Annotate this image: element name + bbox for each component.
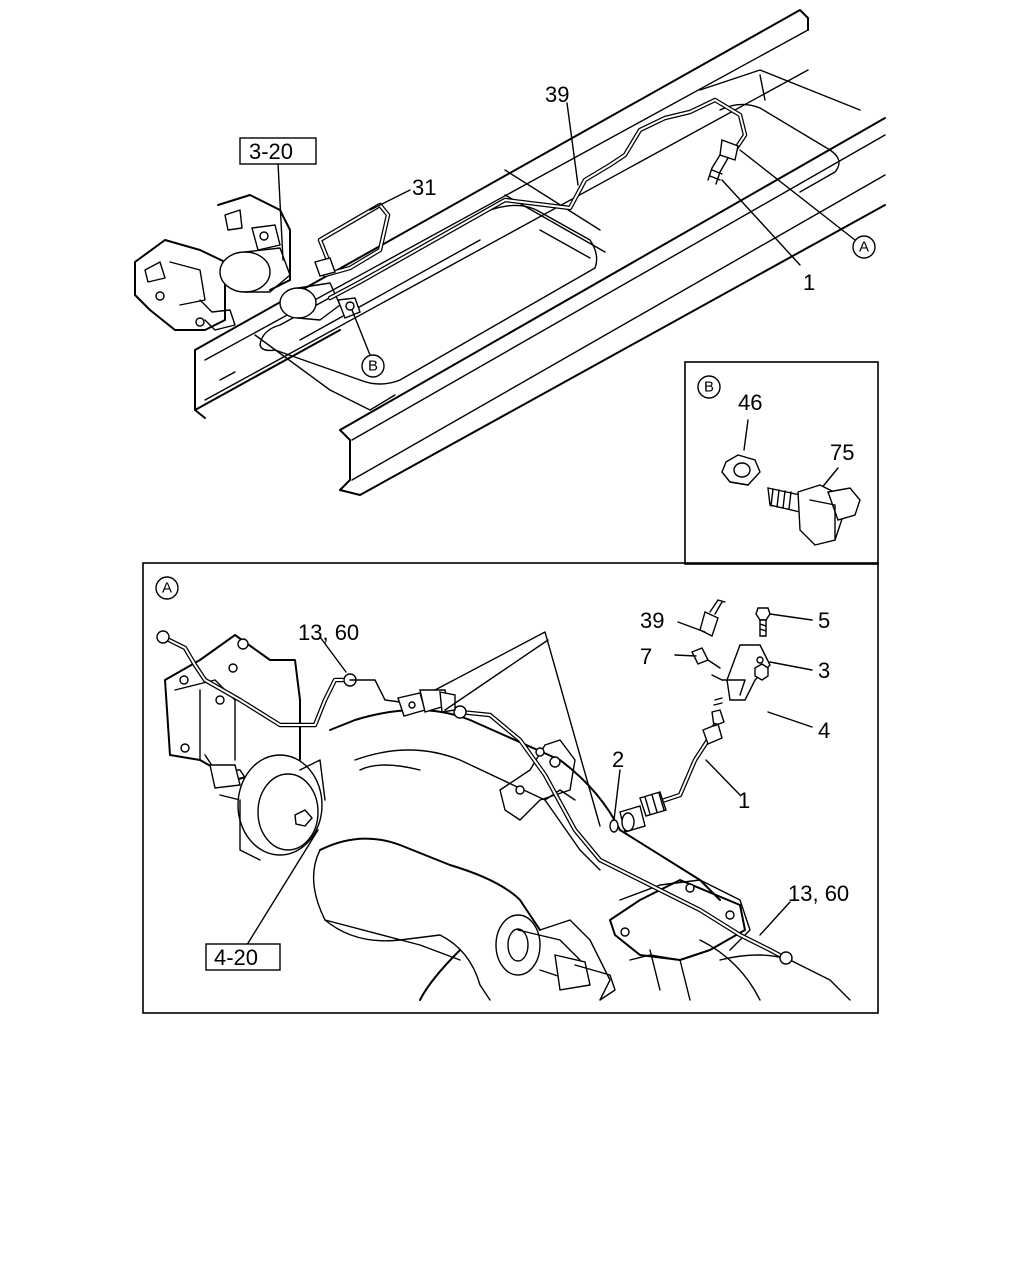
mark-a-top-label: A xyxy=(859,239,869,256)
callout-46: 46 xyxy=(738,390,762,415)
top-leader-lines xyxy=(277,102,856,356)
brake-hose-1-top xyxy=(314,139,739,319)
elbow-fitting-75 xyxy=(767,484,861,546)
detail-a-title-circle xyxy=(155,576,179,600)
chassis-frame-drawing xyxy=(134,9,886,496)
brake-pipe-13-60-left xyxy=(156,630,357,728)
ref-box-4-20 xyxy=(205,943,281,971)
detail-a-title: A xyxy=(162,580,172,597)
detail-b-frame xyxy=(684,361,879,565)
spring-bracket-and-brake-chamber xyxy=(164,634,326,861)
detail-a-frame xyxy=(142,562,879,1014)
circle-mark-a-top xyxy=(852,235,876,259)
callout-2: 2 xyxy=(612,747,624,772)
callout-39-detail: 39 xyxy=(640,608,664,633)
callout-39-top: 39 xyxy=(545,82,569,107)
brake-pipe-31-top xyxy=(317,202,391,278)
ref-3-20-label: 3-20 xyxy=(249,139,293,164)
ref-4-20-label: 4-20 xyxy=(214,945,258,970)
callout-4: 4 xyxy=(818,718,830,743)
callout-1-detail: 1 xyxy=(738,788,750,813)
detail-b-title: B xyxy=(704,379,714,396)
callout-7: 7 xyxy=(640,644,652,669)
detail-b-title-circle xyxy=(697,375,721,399)
callout-13-60-lower: 13, 60 xyxy=(788,881,849,906)
callout-1-top: 1 xyxy=(803,270,815,295)
nut-46 xyxy=(721,454,761,486)
callout-5: 5 xyxy=(818,608,830,633)
callout-31: 31 xyxy=(412,175,436,200)
axle-mounting-bracket xyxy=(499,739,576,821)
detail-a-leader-lines xyxy=(244,613,813,949)
rear-axle-housing xyxy=(312,709,851,1001)
mark-b-top-label: B xyxy=(368,358,378,375)
brake-hose-1 xyxy=(609,697,725,833)
brake-pipe-13-60-right xyxy=(453,705,793,965)
three-way-connector xyxy=(349,679,456,717)
callout-75: 75 xyxy=(830,440,854,465)
callout-13-60-upper: 13, 60 xyxy=(298,620,359,645)
callout-3: 3 xyxy=(818,658,830,683)
ref-box-3-20 xyxy=(239,137,317,165)
brake-pipe-39-top xyxy=(327,97,748,301)
circle-mark-b-top xyxy=(361,354,385,378)
bracket-3-assembly xyxy=(691,599,771,701)
